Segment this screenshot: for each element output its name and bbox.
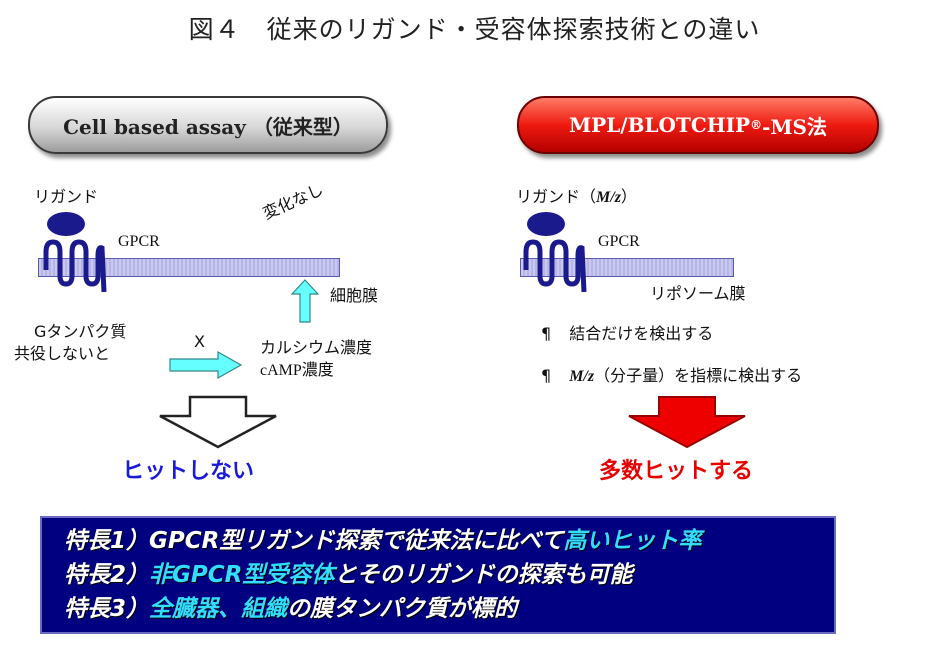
cell-based-assay-pill: Cell based assay （従来型） bbox=[28, 96, 388, 154]
bullet2: ¶ M/z（分子量）を指標に検出する bbox=[541, 362, 802, 386]
left-gpcr-receptor bbox=[43, 212, 107, 293]
bullet1: ¶ 結合だけを検出する bbox=[541, 320, 713, 344]
feature-3-label: 特長3） bbox=[64, 596, 150, 622]
g-protein-line1: Gタンパク質 bbox=[34, 322, 127, 341]
liposome-membrane bbox=[520, 258, 734, 277]
feature-1: 特長1）GPCR型リガンド探索で従来法に比べて高いヒット率 bbox=[64, 524, 812, 558]
right-ligand-suffix: ） bbox=[620, 187, 637, 206]
bullet2-text: （分子量）を指標に検出する bbox=[594, 366, 803, 385]
bullet2-symbol: ¶ bbox=[541, 366, 552, 385]
right-gpcr-label: GPCR bbox=[598, 233, 640, 250]
pill-tail-text: -MS法 bbox=[762, 114, 827, 139]
many-hits-result: 多数ヒットする bbox=[599, 459, 754, 484]
left-down-arrow-icon bbox=[159, 395, 277, 449]
features-box: 特長1）GPCR型リガンド探索で従来法に比べて高いヒット率 特長2）非GPCR型… bbox=[40, 516, 836, 634]
g-protein-line2: 共役しないと bbox=[14, 344, 111, 363]
feature-2-highlight: 非GPCR型受容体 bbox=[149, 562, 335, 588]
figure-title: 図４ 従来のリガンド・受容体探索技術との違い bbox=[188, 15, 761, 44]
feature-1-label: 特長1） bbox=[64, 528, 150, 554]
liposome-label: リポソーム膜 bbox=[650, 284, 746, 303]
feature-1-normal: GPCR型リガンド探索で従来法に比べて bbox=[149, 528, 564, 554]
right-gpcr-receptor bbox=[523, 212, 587, 293]
feature-3: 特長3）全臓器、組織の膜タンパク質が標的 bbox=[64, 592, 812, 626]
right-receptor-helix bbox=[523, 239, 587, 293]
bullet2-mz: M/z bbox=[569, 368, 595, 385]
feature-3-tail: の膜タンパク質が標的 bbox=[287, 596, 518, 622]
cell-membrane-label: 細胞膜 bbox=[330, 286, 379, 305]
x-mark: X bbox=[194, 332, 205, 351]
right-ligand-shape bbox=[527, 212, 565, 236]
right-ligand-mz: M/z bbox=[596, 189, 621, 206]
left-receptor-helix bbox=[43, 239, 107, 293]
feature-3-highlight: 全臓器、組織 bbox=[149, 596, 288, 622]
mpl-blotchip-ms-pill: MPL/BLOTCHIP®-MS法 bbox=[517, 96, 879, 154]
left-gpcr-label: GPCR bbox=[118, 233, 160, 250]
bullet1-text: 結合だけを検出する bbox=[569, 324, 714, 343]
camp-label: cAMP濃度 bbox=[260, 362, 334, 379]
no-change-label: 変化なし bbox=[259, 179, 327, 224]
pill-main-text: MPL/BLOTCHIP bbox=[569, 113, 751, 137]
right-arrow-icon bbox=[169, 350, 243, 380]
left-ligand-label: リガンド bbox=[34, 187, 99, 206]
feature-2: 特長2）非GPCR型受容体とそのリガンドの探索も可能 bbox=[64, 558, 812, 592]
left-cell-membrane bbox=[38, 258, 340, 277]
right-ligand-label: リガンド（M/z） bbox=[516, 183, 637, 207]
feature-2-tail: とそのリガンドの探索も可能 bbox=[334, 562, 633, 588]
left-ligand-shape bbox=[47, 212, 85, 236]
feature-1-highlight: 高いヒット率 bbox=[563, 528, 702, 554]
calcium-label: カルシウム濃度 bbox=[260, 338, 373, 357]
up-arrow-icon bbox=[290, 279, 320, 323]
right-down-arrow-icon bbox=[628, 396, 746, 449]
registered-mark: ® bbox=[750, 118, 763, 132]
feature-2-label: 特長2） bbox=[64, 562, 150, 588]
right-ligand-prefix: リガンド（ bbox=[516, 187, 597, 206]
bullet1-symbol: ¶ bbox=[541, 324, 552, 343]
no-hit-result: ヒットしない bbox=[122, 459, 255, 484]
